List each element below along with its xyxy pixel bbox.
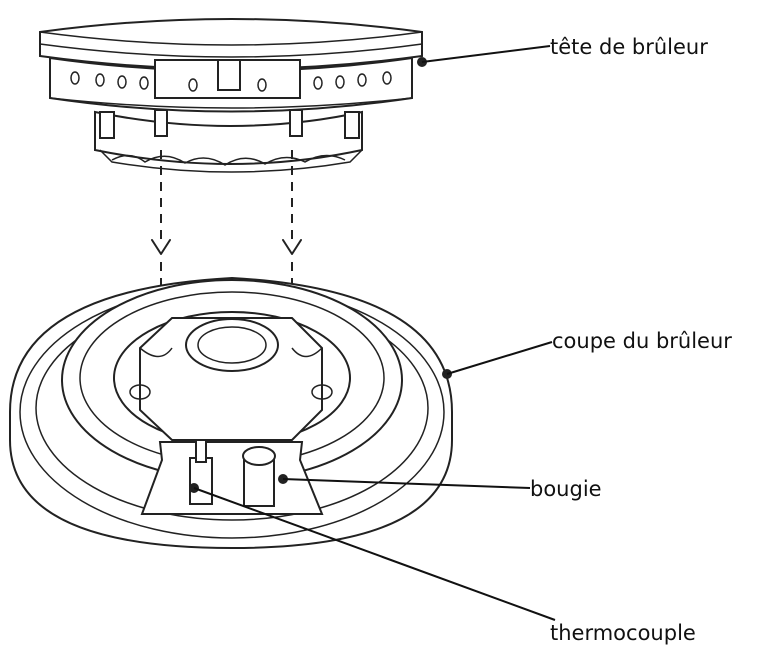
burner-head-drawing	[39, 18, 427, 173]
burner-cup-drawing	[9, 276, 453, 550]
label-thermocouple: thermocouple	[550, 621, 696, 645]
label-burner-head: tête de brûleur	[550, 35, 708, 59]
label-spark-plug: bougie	[530, 477, 602, 501]
leader-lines	[193, 45, 556, 621]
label-burner-cup: coupe du brûleur	[552, 329, 732, 353]
